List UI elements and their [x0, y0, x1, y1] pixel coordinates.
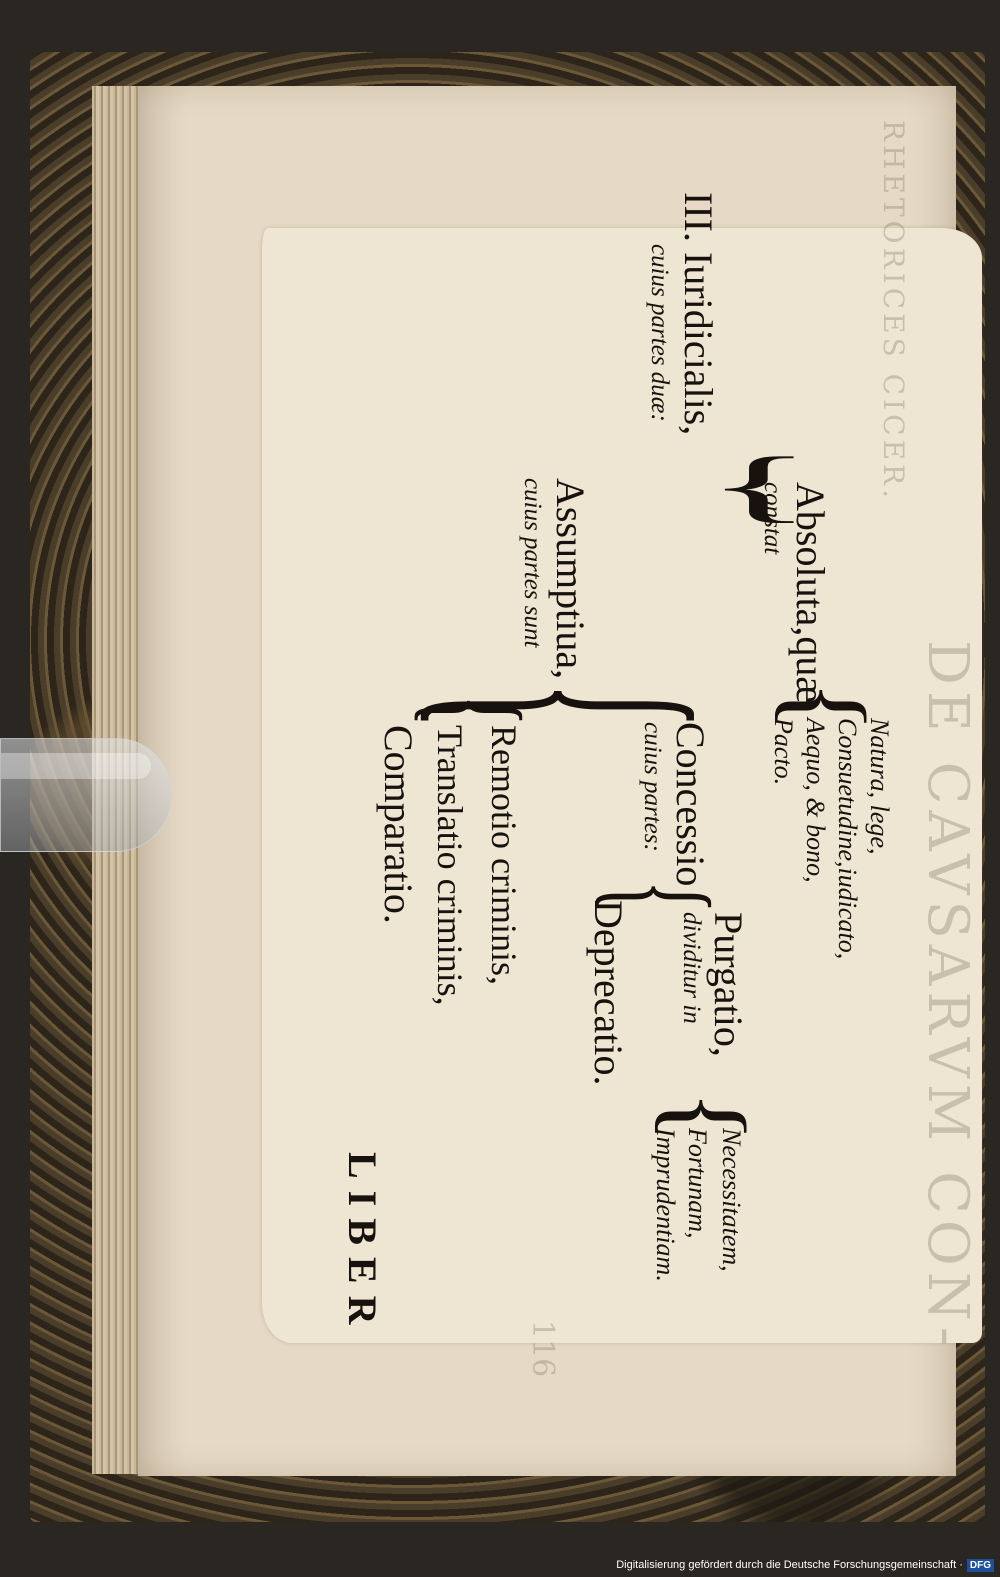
ghost-page-number: 116 — [525, 1320, 560, 1378]
dfg-logo[interactable]: DFG — [966, 1558, 994, 1572]
funding-text: Digitalisierung gefördert durch die Deut… — [616, 1559, 963, 1571]
root-node-label: III. Iuridicialis, — [676, 192, 721, 436]
funding-footer: Digitalisierung gefördert durch die Deut… — [600, 1553, 1000, 1577]
ghost-running-head: RHETORICES CICER. — [877, 120, 910, 502]
assumptiua-item-3: Comparatio. — [376, 725, 421, 924]
concessio-label: Concessio — [668, 722, 713, 887]
absoluta-item-4: Pacto. — [769, 718, 798, 786]
deprecatio-label: Deprecatio. — [586, 900, 631, 1086]
purgatio-label: Purgatio, — [706, 912, 751, 1057]
book-clip — [0, 738, 172, 852]
absoluta-item-3: Aequo, & bono, — [801, 718, 830, 883]
purgatio-item-1: Necessitatem, — [717, 1128, 746, 1272]
absoluta-item-1: Natura, lege, — [865, 718, 894, 855]
purgatio-item-2: Fortunam, — [683, 1128, 712, 1239]
assumptiua-label: Assumptiua, — [548, 478, 593, 680]
assumptiua-item-1: Remotio criminis, — [484, 725, 524, 985]
concessio-sub: cuius partes: — [639, 722, 666, 852]
brace-assumptiua-items: { — [403, 695, 547, 727]
paper-patch — [262, 228, 982, 1343]
catchword: LIBER — [340, 1152, 385, 1337]
ghost-section-heading: DE CAVSARVM CON- — [915, 640, 980, 1352]
absoluta-item-2: Consuetudine,iudicato, — [833, 718, 862, 960]
purgatio-sub: dividitur in — [678, 912, 705, 1024]
absoluta-label: Absoluta,quæ — [788, 482, 833, 704]
absoluta-sub: constat — [759, 482, 786, 555]
purgatio-item-3: Imprudentiam. — [651, 1128, 680, 1282]
assumptiua-sub: cuius partes sunt — [519, 478, 546, 648]
assumptiua-item-2: Translatio criminis, — [430, 725, 470, 1006]
root-node-sub: cuius partes duæ: — [646, 244, 673, 422]
